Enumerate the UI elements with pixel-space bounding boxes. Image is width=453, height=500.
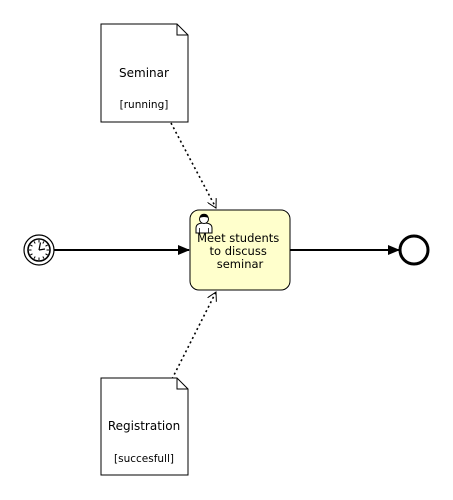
data-object-registration-name: Registration: [108, 419, 180, 433]
task-label-line-1: Meet students: [197, 231, 279, 245]
data-object-registration-state: [succesfull]: [114, 453, 174, 465]
task-label: Meet students to discuss seminar: [197, 231, 283, 271]
task-box[interactable]: [189, 209, 291, 291]
data-association-seminar[interactable]: [170, 122, 216, 208]
end-event[interactable]: [398, 234, 430, 266]
task-label-line-2: to discuss: [210, 244, 267, 258]
timer-start-event[interactable]: [23, 234, 55, 266]
data-object-seminar-name: Seminar: [119, 66, 169, 80]
user-task[interactable]: Meet students to discuss seminar: [189, 209, 291, 291]
clock-icon: [27, 238, 51, 262]
data-object-seminar-state: [running]: [120, 99, 169, 111]
data-association-registration[interactable]: [171, 292, 216, 380]
data-object-seminar[interactable]: Seminar [running]: [100, 23, 189, 123]
data-object-registration[interactable]: Registration [succesfull]: [100, 377, 189, 476]
user-icon: [195, 213, 213, 234]
task-label-line-3: seminar: [217, 257, 264, 271]
